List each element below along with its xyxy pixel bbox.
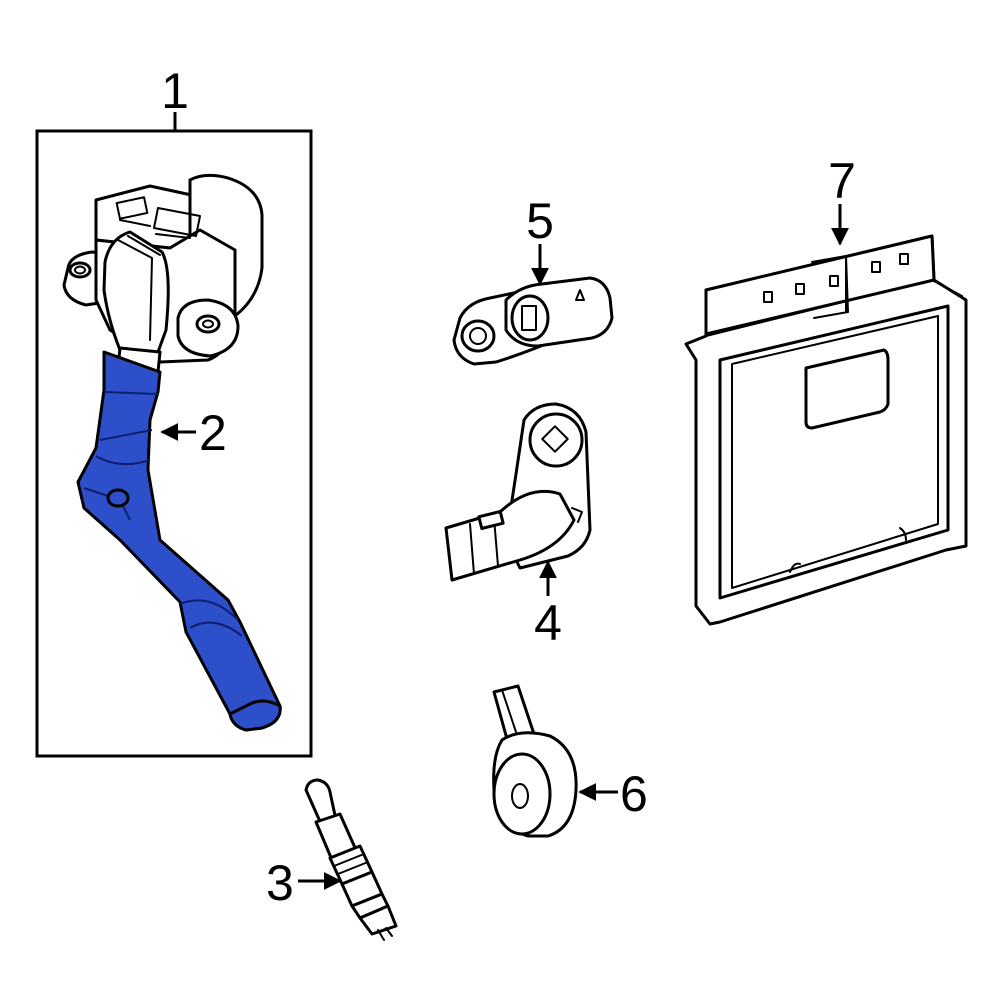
callout-4: 4: [534, 595, 562, 651]
callout-3: 3: [266, 855, 294, 911]
position-sensor-5[interactable]: 5: [452, 193, 614, 366]
callout-5: 5: [526, 193, 554, 249]
callout-7: 7: [828, 153, 856, 209]
coil-boot-highlight[interactable]: [76, 350, 282, 732]
callout-1: 1: [161, 63, 189, 119]
callout-6: 6: [620, 766, 648, 822]
position-sensor-4[interactable]: 4: [444, 402, 592, 651]
coil-head: [62, 173, 264, 374]
spark-plug[interactable]: 3: [266, 778, 398, 941]
ignition-coil-assembly[interactable]: 1: [35, 63, 313, 758]
callout-2: 2: [199, 405, 227, 461]
knock-sensor[interactable]: 6: [492, 684, 648, 838]
engine-control-module[interactable]: 7: [684, 153, 968, 626]
